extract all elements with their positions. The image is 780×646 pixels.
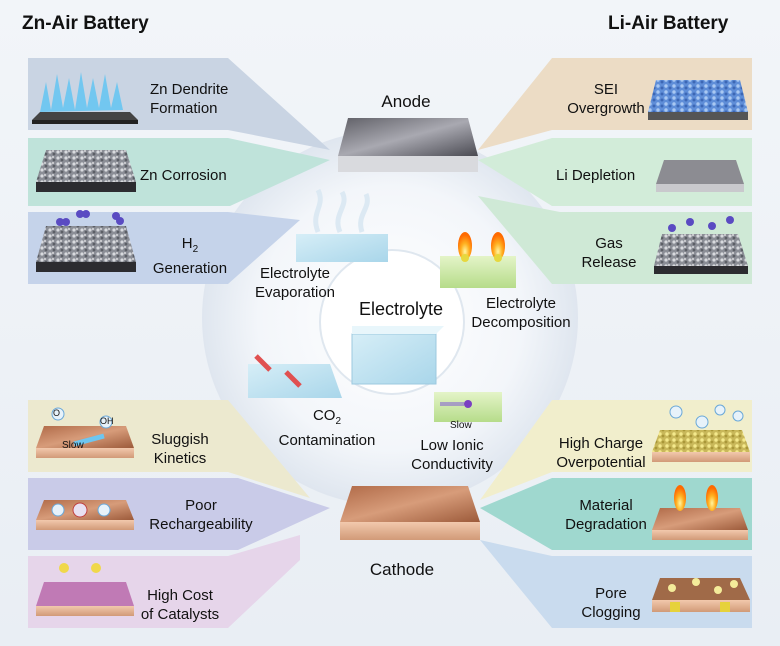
li-air-header: Li-Air Battery xyxy=(608,13,729,34)
li-depletion-label: Li Depletion xyxy=(556,167,636,184)
zn-air-header: Zn-Air Battery xyxy=(22,13,149,34)
co2-contamination-label: CO2 Contamination xyxy=(278,407,376,449)
h2-generation-label: H2 Generation xyxy=(152,235,228,277)
cathode-label: Cathode xyxy=(369,560,435,579)
electrolyte-label: Electrolyte xyxy=(358,299,444,319)
oxygen-tag: O xyxy=(53,408,61,418)
slow-ionic-tag: Slow xyxy=(450,420,472,431)
anode-label: Anode xyxy=(381,92,431,111)
zn-corrosion-label: Zn Corrosion xyxy=(140,167,227,184)
slow-kinetics-tag: Slow xyxy=(62,440,84,451)
hydroxide-tag: OH xyxy=(100,416,114,426)
